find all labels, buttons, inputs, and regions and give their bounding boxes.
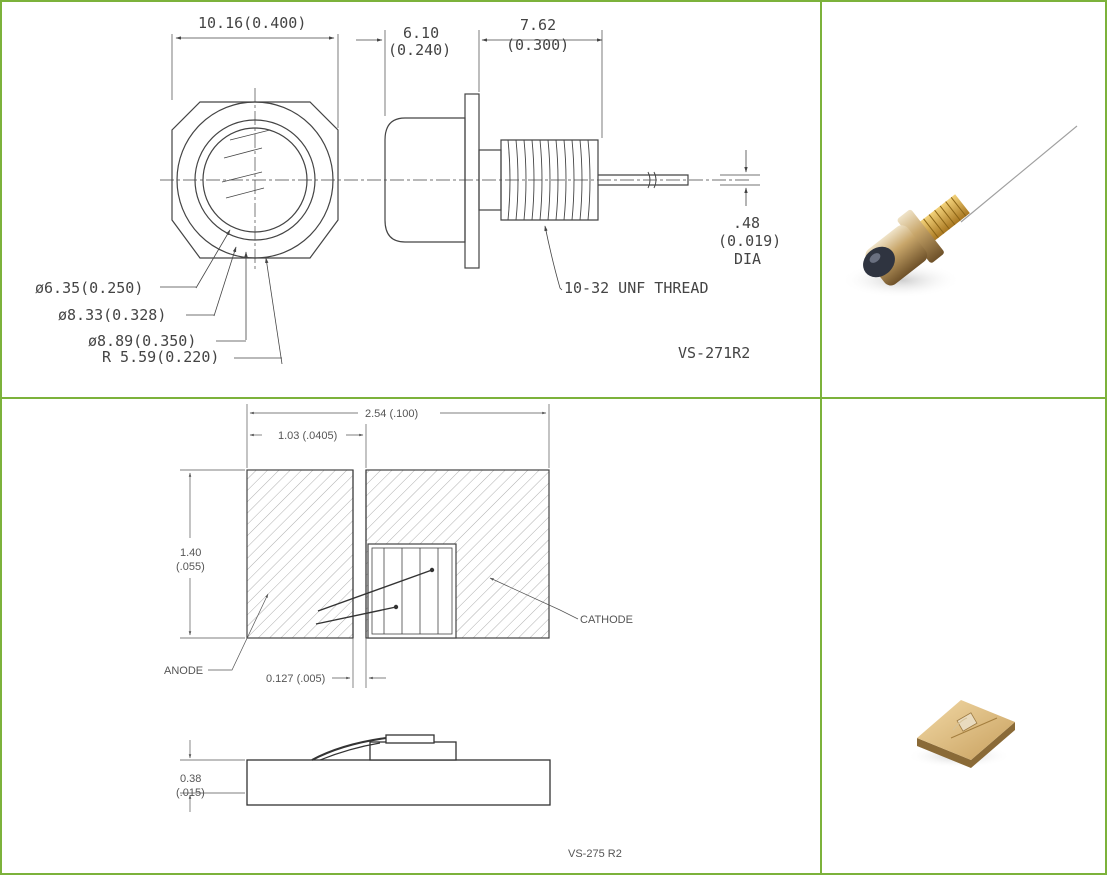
thread-label: 10-32 UNF THREAD xyxy=(564,279,709,297)
dim-pin-unit: DIA xyxy=(734,250,761,268)
dim-height-mm: 1.40 xyxy=(180,547,201,559)
photo-cell-stud-package xyxy=(821,0,1107,398)
stud-package-drawing: 10.16(0.400) 6.10 (0.240) 7.62 (0.300) .… xyxy=(35,14,781,366)
anode-label: ANODE xyxy=(164,665,203,677)
side-view-flange xyxy=(464,93,480,269)
dim-body-in: (0.240) xyxy=(388,41,451,59)
drawing-id-label: VS-271R2 xyxy=(678,344,750,362)
anode-pad xyxy=(246,469,354,639)
drawing-cell-stud-package: 10.16(0.400) 6.10 (0.240) 7.62 (0.300) .… xyxy=(0,0,821,398)
dim-pin-in: (0.019) xyxy=(718,232,781,250)
stud-package-photo xyxy=(841,125,1078,298)
chip-package-photo xyxy=(907,700,1015,768)
dim-thickness-mm: 0.38 xyxy=(180,773,201,785)
dim-thread-mm: 7.62 xyxy=(520,16,556,34)
cathode-label: CATHODE xyxy=(580,614,633,626)
diameter-label-1: ø6.35(0.250) xyxy=(35,279,143,297)
drawing-id-label: VS-275 R2 xyxy=(568,848,622,860)
diameter-label-2: ø8.33(0.328) xyxy=(58,306,166,324)
photo-cell-chip-package xyxy=(821,398,1107,875)
dim-height-in: (.055) xyxy=(176,561,205,573)
side-view-chip xyxy=(369,741,457,761)
dim-width-label: 10.16(0.400) xyxy=(198,14,306,32)
dim-left: 1.03 (.0405) xyxy=(278,430,337,442)
dim-pin-mm: .48 xyxy=(733,214,760,232)
radius-label: R 5.59(0.220) xyxy=(102,348,219,366)
drawing-cell-chip-package: 2.54 (.100) 1.03 (.0405) 1.40 (.055) ANO… xyxy=(0,398,821,875)
dim-thickness-in: (.015) xyxy=(176,787,205,799)
dim-body-mm: 6.10 xyxy=(403,24,439,42)
side-view-substrate xyxy=(246,759,551,806)
dim-gap: 0.127 (.005) xyxy=(266,673,325,685)
dim-overall: 2.54 (.100) xyxy=(365,408,418,420)
dim-thread-in: (0.300) xyxy=(506,36,569,54)
chip-package-drawing: 2.54 (.100) 1.03 (.0405) 1.40 (.055) ANO… xyxy=(164,404,633,860)
